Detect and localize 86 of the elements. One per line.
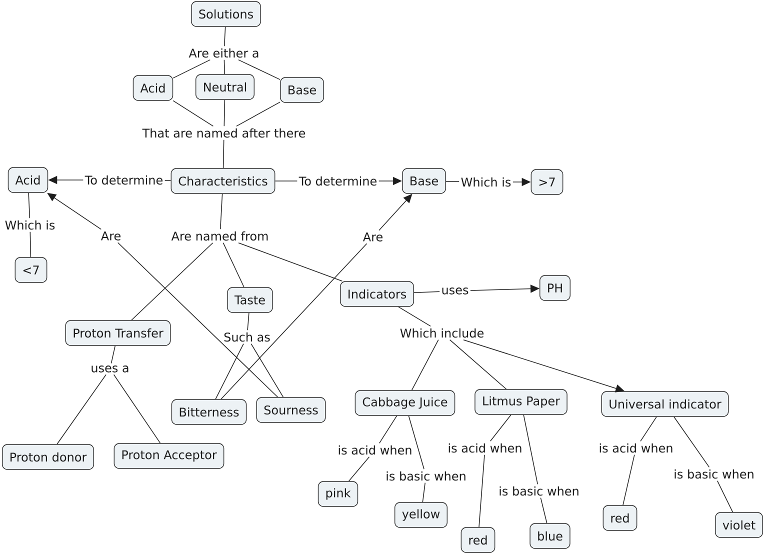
- concept-box: >7: [530, 169, 564, 195]
- linking-phrase: is basic when: [672, 467, 756, 481]
- connector-line: [164, 180, 172, 181]
- connector-line: [422, 482, 426, 503]
- concept-box: Sourness: [256, 397, 326, 423]
- linking-phrase: uses a: [89, 364, 131, 374]
- concept-box: Characteristics: [170, 168, 276, 194]
- connector-line: [716, 480, 734, 513]
- concept-box: red: [460, 527, 496, 553]
- concept-box: yellow: [394, 502, 448, 528]
- linking-phrase: Which is: [3, 218, 57, 232]
- linking-phrase: is acid when: [446, 441, 524, 455]
- linking-phrase: Are named from: [170, 229, 270, 243]
- concept-box: pink: [318, 481, 358, 507]
- linking-phrase: Such as: [222, 330, 272, 344]
- concept-box: blue: [530, 523, 570, 549]
- concept-box: Acid: [132, 75, 174, 101]
- connector-line: [408, 415, 424, 470]
- connector-line: [640, 416, 657, 442]
- concept-box: Taste: [227, 287, 273, 313]
- connector-line: [222, 242, 244, 288]
- linking-phrase: is acid when: [336, 443, 414, 457]
- linking-phrase: is basic when: [497, 484, 581, 498]
- connector-line: [379, 415, 398, 444]
- linking-phrase: Are either a: [187, 46, 261, 60]
- connector-line: [414, 291, 440, 293]
- connector-line: [398, 306, 431, 327]
- linking-phrase: To determine: [297, 174, 379, 188]
- connector-line: [348, 456, 370, 482]
- concept-box: Proton Transfer: [65, 320, 171, 346]
- connector-line: [238, 59, 280, 80]
- concept-box: Universal indicator: [601, 391, 729, 417]
- connector-line: [274, 180, 298, 182]
- connector-line: [540, 497, 548, 524]
- concept-box: Base: [402, 168, 446, 194]
- linking-phrase: That are named after there: [140, 126, 308, 140]
- connector-line: [220, 243, 368, 400]
- concept-box: Indicators: [340, 281, 414, 307]
- concept-box: violet: [715, 512, 763, 538]
- connector-line: [449, 339, 507, 390]
- connector-line: [118, 242, 278, 398]
- linking-phrase: To determine: [83, 173, 165, 187]
- concept-box: Bitterness: [171, 399, 247, 425]
- concept-box: Acid: [8, 167, 48, 193]
- linking-phrase: Are: [361, 230, 385, 244]
- connector-line: [172, 100, 214, 127]
- connector-line: [224, 26, 226, 47]
- concept-box: Neutral: [196, 74, 254, 100]
- connector-line: [131, 242, 214, 321]
- connector-line: [622, 454, 635, 506]
- linking-phrase: Which include: [398, 326, 486, 340]
- connector-line: [446, 180, 460, 182]
- connector-line: [222, 139, 224, 169]
- concept-box: Proton Acceptor: [114, 443, 224, 469]
- concept-box: Litmus Paper: [474, 389, 568, 415]
- concept-box: Base: [280, 77, 324, 103]
- connector-line: [247, 312, 250, 331]
- connector-line: [411, 339, 439, 391]
- connector-line: [478, 454, 485, 528]
- connector-line: [110, 345, 116, 364]
- concept-box: Cabbage Juice: [354, 390, 456, 416]
- connector-line: [250, 343, 284, 398]
- linking-phrase: is acid when: [597, 441, 675, 455]
- connector-line: [113, 374, 161, 444]
- connector-line: [236, 102, 280, 127]
- connector-line: [30, 231, 32, 258]
- linking-phrase: Are: [99, 230, 123, 242]
- connector-line: [220, 193, 223, 230]
- connector-line: [215, 343, 244, 400]
- concept-box: PH: [540, 275, 570, 301]
- linking-phrase: is basic when: [384, 469, 468, 483]
- connector-line: [224, 59, 225, 75]
- connector-line: [224, 99, 226, 127]
- concept-box: Solutions: [191, 1, 261, 27]
- linking-phrase: Which is: [459, 175, 513, 189]
- linking-phrase: uses: [440, 286, 470, 296]
- concept-box: red: [602, 505, 638, 531]
- connector-line: [56, 374, 106, 445]
- connector-line: [28, 192, 30, 219]
- concept-box: Proton donor: [2, 444, 94, 470]
- concept-box: <7: [14, 257, 48, 283]
- connector-line: [172, 59, 210, 78]
- connector-line: [523, 414, 538, 485]
- connector-line: [674, 416, 710, 468]
- connector-line: [490, 414, 512, 442]
- connector-line: [238, 242, 343, 282]
